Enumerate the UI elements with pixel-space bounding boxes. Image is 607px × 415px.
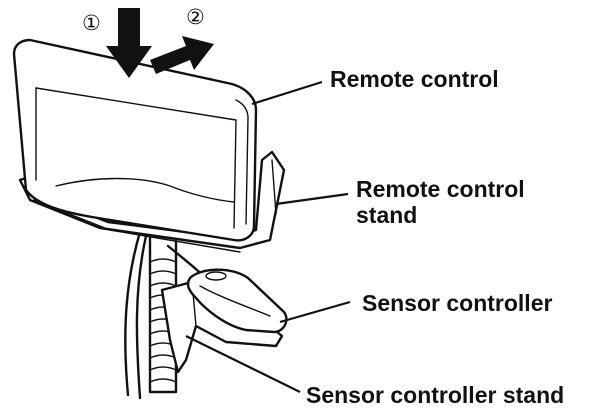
label-remote-control-stand-line1: Remote control [356, 176, 525, 202]
leader-sensor-controller-stand [185, 335, 301, 393]
remote-control [12, 38, 258, 242]
label-remote-control: Remote control [330, 66, 499, 92]
arrow-down-icon [106, 8, 152, 78]
label-remote-control-stand-line2: stand [356, 202, 418, 228]
sensor-controller-stand-pole [148, 230, 178, 394]
leader-remote-control-stand [275, 192, 349, 206]
label-sensor-controller-stand: Sensor controller stand [306, 382, 565, 408]
sensor-controller [186, 268, 288, 334]
arrow-right-icon [150, 36, 214, 74]
label-sensor-controller: Sensor controller [362, 290, 553, 316]
step-2-marker: ② [186, 5, 205, 29]
step-1-marker: ① [82, 11, 101, 35]
leader-remote-control [251, 80, 323, 106]
leader-sensor-controller [279, 300, 351, 324]
